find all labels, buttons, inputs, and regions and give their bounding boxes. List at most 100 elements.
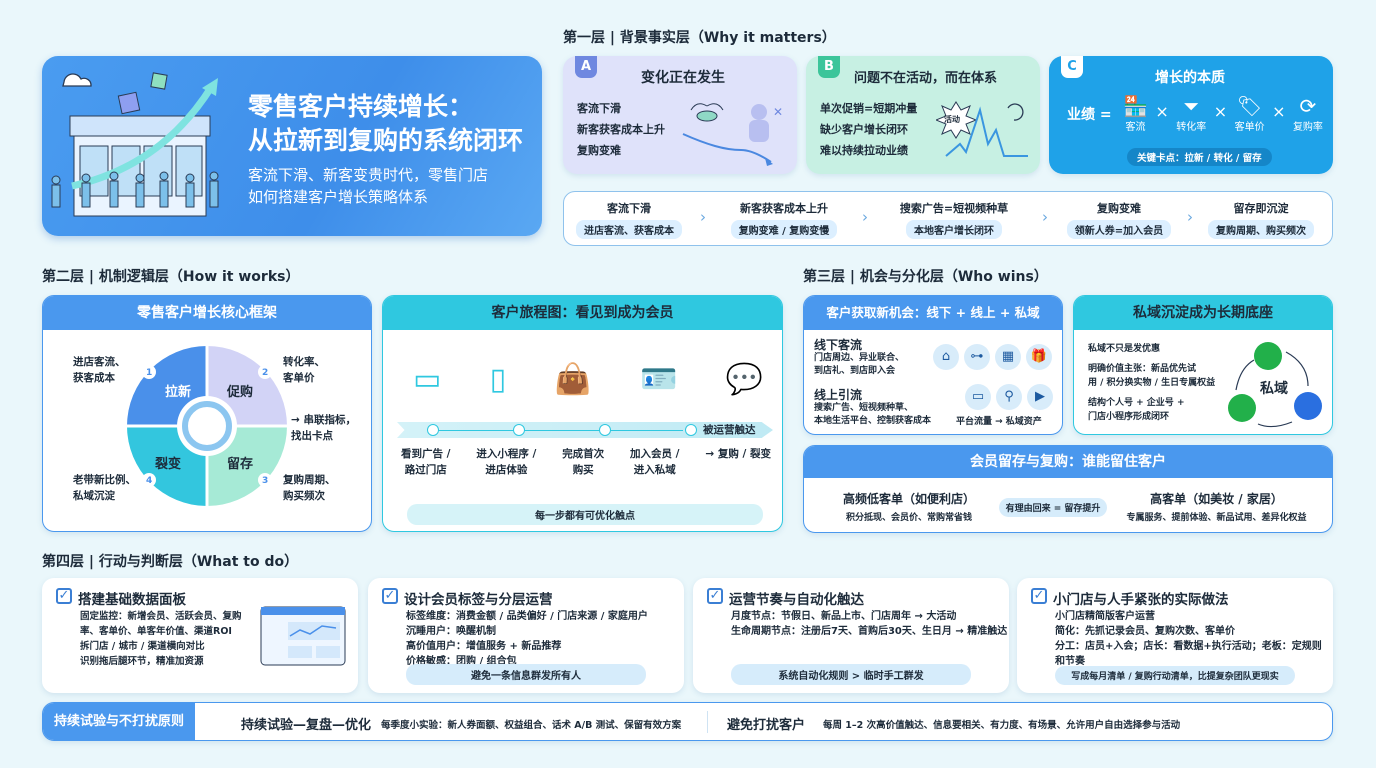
action-text: 小门店精简版客户运营 简化：先抓记录会员、复购次数、客单价 分工：店员+入会；店… — [1055, 611, 1322, 667]
layer1-title: 第一层 | 背景事实层（Why it matters） — [563, 30, 836, 46]
badge-b: B — [818, 56, 840, 78]
trend-chain: 客流下滑进店客流、获客成本 › 新客获客成本上升复购变难 / 复购变慢 › 搜索… — [563, 191, 1333, 246]
retain-mid-pill: 有理由回来 = 留存提升 — [999, 498, 1107, 517]
fact-card-b: B 问题不在活动，而在体系 单次促销=短期冲量缺少客户增长闭环难以持续拉动业绩 … — [806, 56, 1040, 174]
flow-label: 平台流量 → 私域资产 — [956, 417, 1042, 427]
fact-lines: 单次促销=短期冲量缺少客户增长闭环难以持续拉动业绩 — [820, 102, 918, 157]
spike-chart-icon — [936, 101, 1028, 157]
chain-step: 搜索广告=短视频种草本地客户增长闭环 — [899, 202, 1009, 239]
action-pill: 避免一条信息群发所有人 — [406, 664, 646, 685]
note-convert: 转化率、 客单价 — [283, 356, 325, 384]
action-title: 设计会员标签与分层运营 — [404, 592, 553, 608]
offline-icons: ⌂⊶▦🎁 — [928, 344, 1052, 370]
svg-text:留存: 留存 — [227, 456, 253, 472]
framework-title: 零售客户增长核心框架 — [43, 296, 371, 330]
layer4-title: 第四层 | 行动与判断层（What to do） — [42, 554, 299, 570]
wechat-icon — [1254, 342, 1282, 370]
formula-factors: 🏪客流 × ⏷转化率 × 🏷客单价 × ⟳复购率 — [1123, 94, 1323, 133]
journey-title: 客户旅程图：看见到成为会员 — [383, 296, 782, 330]
note-acquire: 进店客流、 获客成本 — [73, 356, 126, 384]
hero-subtitle: 客流下滑、新客变贵时代，零售门店 如何搭建客户增长策略体系 — [248, 166, 489, 206]
action-text: 月度节点：节假日、新品上市、门店周年 → 大活动 生命周期节点：注册后7天、首购… — [731, 611, 1008, 637]
side-note: → 串联指标， 找出卡点 — [291, 414, 356, 442]
fact-title: 问题不在活动，而在体系 — [854, 71, 998, 86]
key-bottleneck-pill: 关键卡点：拉新 / 转化 / 留存 — [1127, 148, 1272, 166]
fact-card-c: C 增长的本质 业绩 = 🏪客流 × ⏷转化率 × 🏷客单价 × ⟳复购率 关键… — [1049, 56, 1333, 174]
badge-a: A — [575, 56, 597, 78]
action-title: 运营节奏与自动化触达 — [729, 592, 864, 608]
checkbox-icon: ✓ — [56, 588, 72, 604]
divider — [707, 711, 708, 733]
video-icon: ▶ — [1027, 384, 1053, 410]
private-title: 私域沉淀成为长期底座 — [1074, 296, 1332, 330]
hero-banner: 零售客户持续增长： 从拉新到复购的系统闭环 客流下滑、新客变贵时代，零售门店 如… — [42, 56, 542, 236]
svg-text:促购: 促购 — [226, 384, 253, 400]
action-text: 固定监控：新增会员、活跃会员、复购 率、客单价、单客年价值、渠道ROI 拆门店 … — [80, 611, 242, 667]
private-domain-card: 私域沉淀成为长期底座 私域不只是发优惠 明确价值主张：新品优先试 用 / 积分换… — [1073, 295, 1333, 435]
principle-b-title: 避免打扰客户 — [727, 718, 806, 733]
chevron-right-icon: › — [1187, 208, 1193, 226]
offline-text: 门店周边、异业联合、 到店礼、到店即入会 — [814, 353, 905, 376]
member-card-icon: 🪪 — [639, 362, 678, 397]
action-card-dashboard: ✓ 搭建基础数据面板 固定监控：新增会员、活跃会员、复购 率、客单价、单客年价值… — [42, 578, 358, 693]
fact-card-a: A 变化正在发生 客流下滑新客获客成本上升复购变难 ✕ — [563, 56, 797, 174]
declining-trend-icon: ✕ — [682, 103, 783, 166]
gift-icon: 🎁 — [1026, 344, 1052, 370]
principles-bar: 持续试验与不打扰原则 持续试验—复盘—优化 每季度小实验：新人券面额、权益组合、… — [42, 702, 1333, 741]
journey-footer: 每一步都有可优化触点 — [407, 504, 763, 525]
chat-refresh-icon: 💬 — [725, 362, 763, 397]
layer2-title: 第二层 | 机制逻辑层（How it works） — [42, 269, 300, 285]
burst-label: 活动 — [944, 115, 960, 124]
formula-label: 业绩 = — [1067, 107, 1112, 123]
principle-b-text: 每周 1–2 次高价值触达、信息要相关、有力度、有场景、允许用户自由选择参与活动 — [823, 720, 1181, 731]
online-icons: ▭⚲▶ — [960, 384, 1053, 410]
principle-a-title: 持续试验—复盘—优化 — [241, 718, 372, 733]
action-text: 标签维度：消费金额 / 品类偏好 / 门店来源 / 家庭用户 沉睡用户：唤醒机制… — [406, 611, 648, 667]
growth-cycle-diagram: 拉新 促购 留存 裂变 1 2 3 4 — [127, 346, 287, 506]
fact-title: 增长的本质 — [1155, 70, 1225, 86]
framework-card: 零售客户增长核心框架 拉新 促购 留存 裂变 1 2 3 4 进店客流、 获客成… — [42, 295, 372, 532]
dashboard-icon — [260, 606, 346, 666]
checkbox-icon: ✓ — [382, 588, 398, 604]
dumbbell-icon: ⊶ — [964, 344, 990, 370]
checkbox-icon: ✓ — [707, 588, 723, 604]
journey-steps: 看到广告 / 路过门店 进入小程序 / 进店体验 完成首次 购买 加入会员 / … — [401, 448, 771, 476]
svg-text:2: 2 — [262, 368, 268, 378]
store-icon: ⌂ — [933, 344, 959, 370]
action-pill: 系统自动化规则 > 临时手工群发 — [731, 664, 971, 685]
private-lines: 私域不只是发优惠 明确价值主张：新品优先试 用 / 积分换实物 / 生日专属权益… — [1088, 344, 1216, 422]
svg-text:✕: ✕ — [773, 105, 783, 119]
qr-phone-icon: ▯ — [489, 362, 507, 397]
svg-text:拉新: 拉新 — [165, 384, 191, 400]
offline-title: 线下客流 — [814, 338, 863, 352]
action-title: 搭建基础数据面板 — [78, 592, 186, 608]
mini-program-icon — [1294, 392, 1322, 420]
principles-label: 持续试验与不打扰原则 — [43, 703, 195, 740]
note-referral: 老带新比例、 私域沉淀 — [73, 474, 136, 502]
action-card-automation: ✓ 运营节奏与自动化触达 月度节点：节假日、新品上市、门店周年 → 大活动 生命… — [693, 578, 1009, 693]
store-icon: 🏪 — [1123, 94, 1148, 118]
svg-text:3: 3 — [262, 476, 268, 486]
svg-text:裂变: 裂变 — [154, 456, 181, 472]
journey-dots — [427, 424, 697, 436]
action-title: 小门店与人手紧张的实际做法 — [1053, 592, 1229, 608]
layer3-title: 第三层 | 机会与分化层（Who wins） — [803, 269, 1048, 285]
store-growth-illustration — [51, 72, 219, 217]
retain-card: 会员留存与复购：谁能留住客户 高频低客单（如便利店） 积分抵现、会员价、常购常省… — [803, 445, 1333, 533]
retain-left: 高频低客单（如便利店） 积分抵现、会员价、常购常省钱 — [842, 492, 975, 523]
chevron-right-icon: › — [700, 208, 706, 226]
chain-step: 复购变难领新人券=加入会员 — [1054, 200, 1184, 239]
funnel-icon: ⏷ — [1183, 94, 1200, 118]
journey-end-label: 被运营触达 — [703, 424, 756, 436]
billboard-icon: ▭ — [413, 362, 442, 397]
chevron-right-icon: › — [862, 208, 868, 226]
acquire-title: 客户获取新机会：线下 + 线上 + 私域 — [804, 296, 1062, 330]
search-icon: ⚲ — [996, 384, 1022, 410]
online-title: 线上引流 — [814, 388, 863, 402]
chain-step: 留存即沉淀复购周期、购买频次 — [1196, 200, 1326, 239]
price-tag-icon: 🏷 — [1236, 94, 1263, 118]
browser-icon: ▭ — [965, 384, 991, 410]
svg-text:4: 4 — [146, 476, 152, 486]
hero-title: 零售客户持续增长： 从拉新到复购的系统闭环 — [248, 92, 524, 155]
weibo-icon — [1228, 394, 1256, 422]
